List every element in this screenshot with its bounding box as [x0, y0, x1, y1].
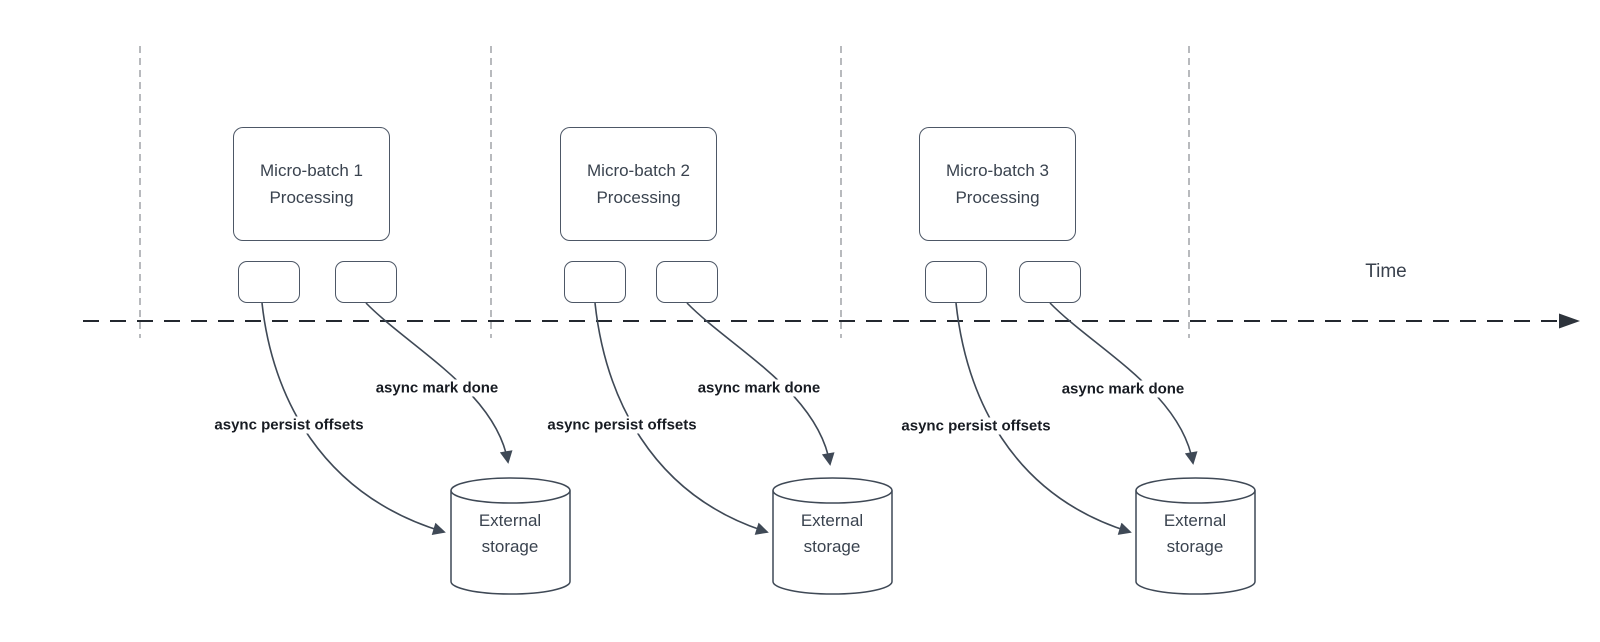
storage-cylinder-icon-3 — [1135, 477, 1256, 595]
storage-cylinder-icon-1 — [450, 477, 571, 595]
persist-offsets-label-2: async persist offsets — [544, 416, 700, 434]
mark-done-arrow-3 — [1049, 302, 1198, 465]
mark-done-label-2: async mark done — [694, 379, 824, 397]
task-box-done-3 — [1019, 261, 1081, 303]
persist-offsets-label-1: async persist offsets — [211, 416, 367, 434]
mark-done-label-1: async mark done — [372, 379, 502, 397]
persist-offsets-arrow-1 — [261, 302, 446, 536]
micro-batch-2-title-line2: Processing — [596, 188, 681, 207]
micro-batch-1-title-line1: Micro-batch 1 — [260, 161, 363, 180]
micro-batch-3-title-line2: Processing — [955, 188, 1040, 207]
time-axis-arrowhead-icon — [1559, 313, 1580, 329]
micro-batch-3-title-line1: Micro-batch 3 — [946, 161, 1049, 180]
task-box-done-2 — [656, 261, 718, 303]
micro-batch-3-processing-box: Micro-batch 3 Processing — [919, 127, 1076, 241]
micro-batch-1-processing-box: Micro-batch 1 Processing — [233, 127, 390, 241]
external-storage-label-2: External storage — [800, 511, 864, 556]
external-storage-label-3: External storage — [1163, 511, 1227, 556]
micro-batch-2-title-line1: Micro-batch 2 — [587, 161, 690, 180]
micro-batch-1-title-line2: Processing — [269, 188, 354, 207]
time-axis-label: Time — [1365, 261, 1407, 282]
persist-offsets-arrow-2 — [594, 302, 769, 535]
external-storage-label-1: External storage — [478, 511, 542, 556]
mark-done-label-3: async mark done — [1058, 380, 1188, 398]
task-box-persist-2 — [564, 261, 626, 303]
task-box-done-1 — [335, 261, 397, 303]
mark-done-arrow-2 — [686, 302, 835, 466]
mark-done-arrow-1 — [365, 302, 513, 464]
task-box-persist-1 — [238, 261, 300, 303]
task-box-persist-3 — [925, 261, 987, 303]
persist-offsets-arrow-3 — [955, 302, 1132, 535]
micro-batch-2-processing-box: Micro-batch 2 Processing — [560, 127, 717, 241]
storage-cylinder-icon-2 — [772, 477, 893, 595]
persist-offsets-label-3: async persist offsets — [898, 417, 1054, 435]
